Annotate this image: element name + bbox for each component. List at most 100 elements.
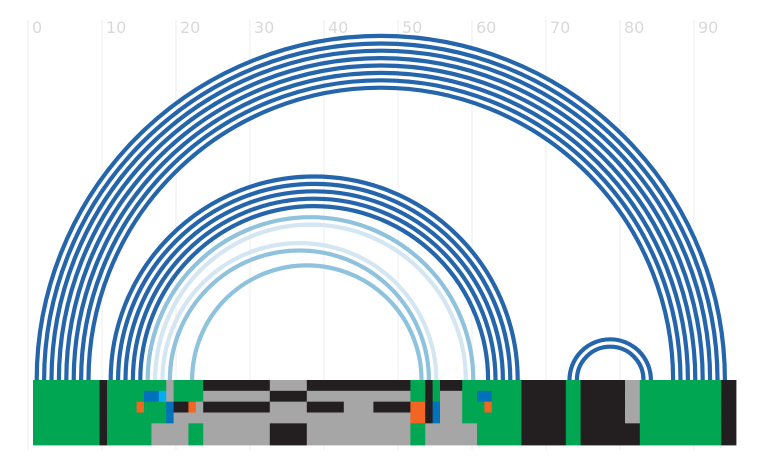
track-block-green xyxy=(107,401,137,413)
track-block-grey xyxy=(625,401,641,413)
arc-dark xyxy=(130,196,498,381)
track-block-black xyxy=(99,434,108,446)
track-block-black xyxy=(440,380,463,392)
track-block-green xyxy=(565,390,581,403)
track-block-black xyxy=(425,390,433,403)
track-block-grey xyxy=(425,434,478,446)
track-block-green xyxy=(565,434,581,446)
track-block-green xyxy=(188,423,204,435)
track-block-green xyxy=(565,401,581,413)
track-block-green xyxy=(173,380,189,392)
track-block-grey xyxy=(269,401,308,413)
track-block-grey xyxy=(343,401,374,413)
track-block-black xyxy=(521,434,567,446)
arc-mid xyxy=(167,248,431,381)
track-block-orange xyxy=(410,401,426,413)
track-block-grey xyxy=(269,412,308,424)
tick-label: 40 xyxy=(328,18,348,37)
track-block-orange xyxy=(410,412,426,424)
track-block-grey xyxy=(173,412,189,424)
track-block-green xyxy=(462,390,478,403)
arc-dark xyxy=(116,181,513,381)
track-block-green xyxy=(410,380,426,392)
tick-label: 20 xyxy=(180,18,200,37)
track-block-black xyxy=(425,401,433,413)
tick-label: 50 xyxy=(402,18,422,37)
track-block-grey xyxy=(306,423,411,435)
track-block-green xyxy=(188,380,204,392)
track-block-black xyxy=(99,390,108,403)
track-block-green xyxy=(565,423,581,435)
track-block-grey xyxy=(625,412,641,424)
track-block-green xyxy=(144,401,167,413)
track-block-green xyxy=(107,390,145,403)
track-block-green xyxy=(33,412,100,424)
track-block-green xyxy=(33,423,100,435)
arc-dark xyxy=(56,56,705,381)
track-block-green xyxy=(639,412,722,424)
arc-dark xyxy=(71,70,690,381)
tick-label: 60 xyxy=(476,18,496,37)
track-block-black xyxy=(721,423,737,435)
track-block-black xyxy=(306,380,411,392)
arc-dark xyxy=(64,63,698,381)
track-block-green xyxy=(432,380,441,392)
track-block-green xyxy=(477,434,522,446)
track-block-green xyxy=(565,412,581,424)
track-block-blue xyxy=(477,390,493,403)
track-block-grey xyxy=(166,380,174,392)
track-block-grey xyxy=(203,434,271,446)
track-block-grey xyxy=(151,423,189,435)
track-block-black xyxy=(580,390,626,403)
track-block-black xyxy=(269,390,308,403)
track-block-green xyxy=(410,423,426,435)
track-block-grey xyxy=(625,390,641,403)
arc-dark xyxy=(108,174,520,381)
arc-dark xyxy=(42,41,720,381)
track-block-black xyxy=(99,412,108,424)
track-block-green xyxy=(107,434,152,446)
track-block-green xyxy=(565,380,581,392)
arc-dark xyxy=(567,337,653,381)
arc-dark xyxy=(123,189,505,381)
arc-dark xyxy=(79,78,683,381)
track-block-grey xyxy=(440,401,463,413)
arc-dark xyxy=(138,204,491,381)
track-block-green xyxy=(107,412,152,424)
track-block-black xyxy=(99,423,108,435)
track-block-black xyxy=(269,434,308,446)
track-block-green xyxy=(173,390,189,403)
track-block-green xyxy=(639,380,722,392)
arcs xyxy=(34,33,727,381)
track-block-green xyxy=(188,434,204,446)
track-block-green xyxy=(410,434,426,446)
track-block-black xyxy=(99,380,108,392)
track-block-grey xyxy=(195,401,204,413)
track-block-green xyxy=(33,401,100,413)
track-block-black xyxy=(306,401,345,413)
track-block-black xyxy=(521,390,567,403)
track-block-black xyxy=(580,380,626,392)
track-block-black xyxy=(721,412,737,424)
track-block-grey xyxy=(306,434,411,446)
track-block-green xyxy=(639,390,722,403)
arc-mid xyxy=(145,215,476,381)
track-block-grey xyxy=(306,412,411,424)
tick-label: 0 xyxy=(32,18,42,37)
track-block-grey xyxy=(440,412,463,424)
track-block-blue xyxy=(144,390,160,403)
track-block-grey xyxy=(306,390,411,403)
track-block-green xyxy=(107,423,152,435)
track-block-black xyxy=(521,412,567,424)
track-block-black xyxy=(580,401,626,413)
track-block-green xyxy=(107,380,167,392)
track-block-black xyxy=(580,434,641,446)
tick-label: 30 xyxy=(254,18,274,37)
track-block-green xyxy=(33,390,100,403)
track-block-black xyxy=(580,412,626,424)
arc-mid xyxy=(190,263,424,381)
track-block-green xyxy=(462,401,485,413)
arc-dark xyxy=(86,85,676,381)
